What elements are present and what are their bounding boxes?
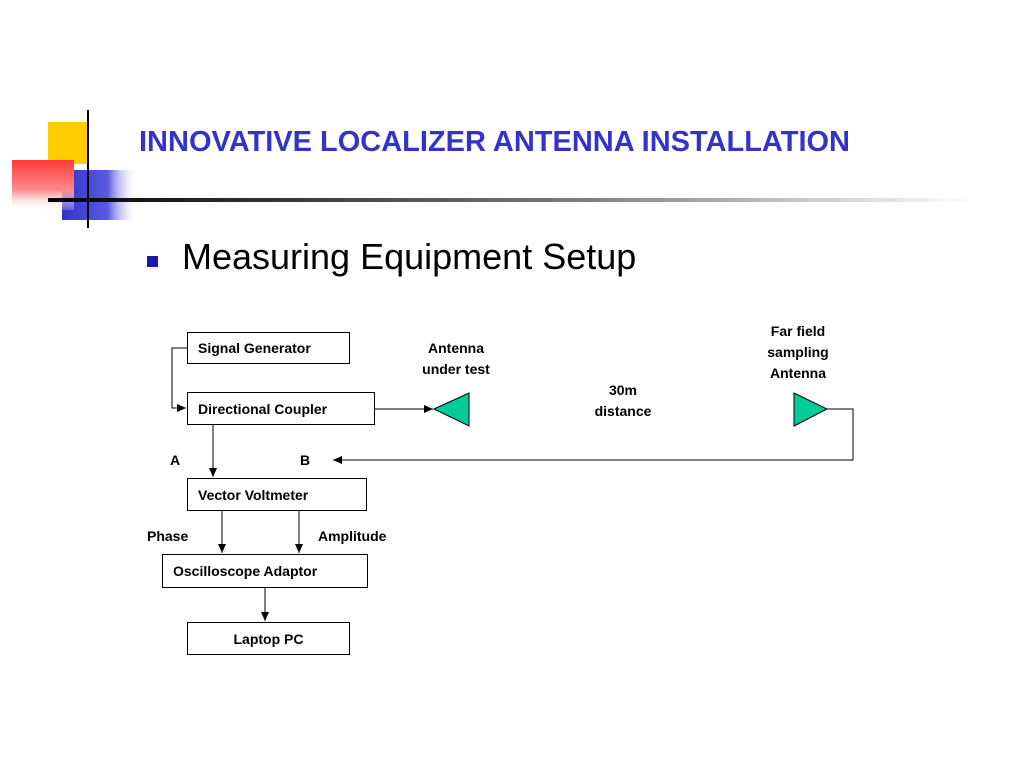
vector-voltmeter-block: Vector Voltmeter: [187, 478, 367, 511]
vector-voltmeter-label: Vector Voltmeter: [198, 486, 309, 503]
antenna-under-test-icon: [432, 392, 470, 427]
oscilloscope-adaptor-label: Oscilloscope Adaptor: [173, 563, 318, 579]
wire-farfield-to-voltmeter-b: [333, 408, 854, 464]
port-b-label: B: [300, 452, 311, 468]
signal-generator-block: Signal Generator: [187, 332, 350, 364]
yellow-square: [48, 122, 88, 164]
blue-square: [62, 170, 138, 220]
port-a-label: A: [170, 452, 181, 468]
far-field-antenna-label: Far field sampling Antenna: [767, 323, 829, 381]
bullet-square-icon: [147, 256, 158, 267]
title-underline: [48, 198, 974, 202]
wire-siggen-to-coupler: [171, 347, 187, 412]
oscilloscope-adaptor-block: Oscilloscope Adaptor: [162, 554, 368, 588]
bullet-text: Measuring Equipment Setup: [182, 236, 637, 277]
laptop-pc-block: Laptop PC: [187, 622, 350, 655]
distance-label: 30m distance: [594, 382, 652, 419]
far-field-antenna-icon: [793, 392, 829, 427]
directional-coupler-block: Directional Coupler: [187, 392, 375, 425]
slide-title: INNOVATIVE LOCALIZER ANTENNA INSTALLATIO…: [139, 126, 850, 158]
phase-label: Phase: [147, 528, 189, 544]
signal-generator-label: Signal Generator: [198, 340, 311, 356]
laptop-pc-label: Laptop PC: [233, 630, 304, 647]
amplitude-label: Amplitude: [318, 528, 387, 544]
directional-coupler-label: Directional Coupler: [198, 400, 328, 417]
antenna-under-test-label: Antenna under test: [422, 340, 490, 377]
